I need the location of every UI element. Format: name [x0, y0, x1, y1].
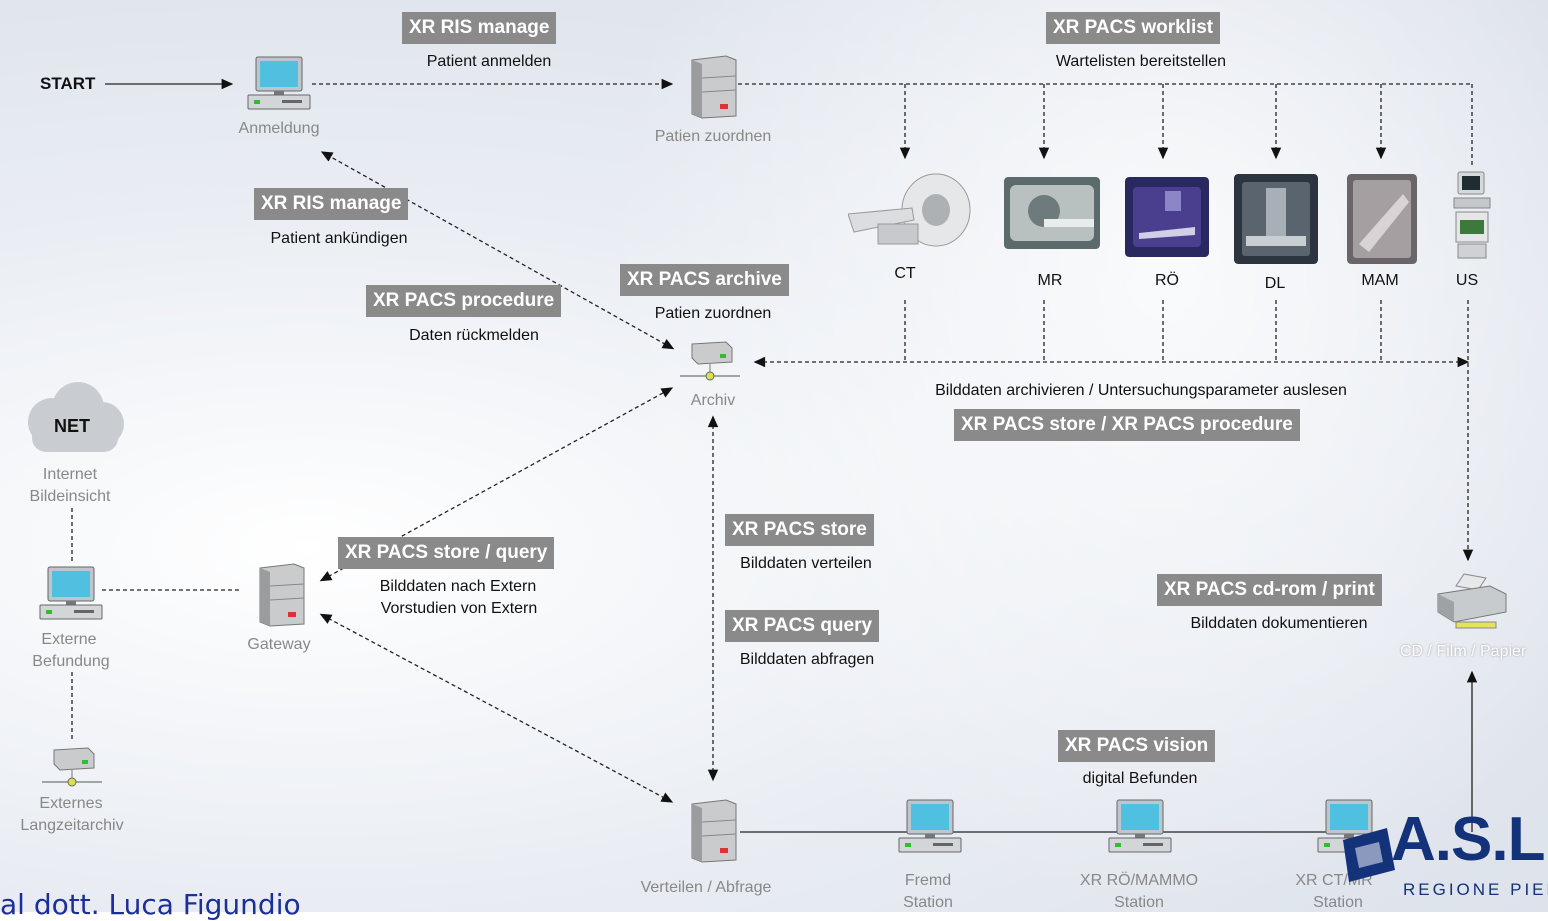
ct-scanner-icon[interactable]	[848, 172, 976, 252]
ris-manage-mid-desc: Patient ankündigen	[270, 230, 408, 247]
verteilen-label: Verteilen / Abfrage	[640, 879, 772, 896]
us-ultrasound-icon[interactable]	[1448, 168, 1496, 264]
fremd-label-2: Station	[903, 894, 953, 911]
externe-label-2: Befundung	[32, 653, 110, 670]
ris-manage-top-box: XR RIS manage	[402, 12, 557, 44]
asl-logo: A.S.L. REGIONE PIEMONTE	[1335, 800, 1548, 912]
langzeit-network-icon[interactable]	[42, 744, 104, 790]
ris-manage-top-desc: Patient anmelden	[426, 53, 552, 70]
pacs-archive-desc: Patien zuordnen	[654, 305, 772, 322]
pacs-procedure-box: XR PACS procedure	[366, 285, 562, 317]
modality-dl: DL	[1264, 275, 1286, 292]
internet-label-2: Bildeinsicht	[29, 488, 111, 505]
pacs-query-desc: Bilddaten abfragen	[739, 651, 875, 668]
patien-zuordnen-label: Patien zuordnen	[654, 128, 772, 145]
ro-xray-icon[interactable]	[1125, 177, 1209, 257]
cloud-label: NET	[54, 416, 90, 436]
ro-mammo-label-1: XR RÖ/MAMMO	[1079, 872, 1199, 889]
verteilen-server-icon[interactable]	[686, 796, 738, 864]
logo-mark-icon	[1343, 828, 1395, 882]
logo-main-text: A.S.L.	[1391, 805, 1548, 874]
internet-label-1: Internet	[42, 466, 98, 483]
anmeldung-label: Anmeldung	[238, 120, 320, 137]
fremd-label-1: Fremd	[904, 872, 952, 889]
modality-ro: RÖ	[1155, 272, 1179, 289]
pacs-worklist-desc: Wartelisten bereitstellen	[1055, 53, 1227, 70]
mr-scanner-icon[interactable]	[1004, 177, 1100, 249]
cdrom-print-box: XR PACS cd-rom / print	[1157, 574, 1382, 606]
cd-film-papier-label: CD / Film / Papier	[1400, 643, 1527, 660]
pacs-procedure-desc: Daten rückmelden	[409, 327, 539, 344]
langzeit-label-1: Externes	[39, 795, 103, 812]
printer-icon[interactable]	[1434, 572, 1510, 634]
ro-mammo-label-2: Station	[1114, 894, 1164, 911]
mam-scanner-icon[interactable]	[1347, 174, 1417, 264]
patien-server-icon[interactable]	[686, 52, 738, 120]
pacs-store-box: XR PACS store	[725, 514, 874, 546]
logo-sub-text: REGIONE PIEMONTE	[1403, 880, 1548, 899]
net-cloud-icon[interactable]	[22, 378, 126, 460]
anmeldung-computer-icon[interactable]	[246, 55, 312, 115]
externe-computer-icon[interactable]	[38, 565, 104, 625]
pacs-worklist-box: XR PACS worklist	[1046, 12, 1221, 44]
store-query-desc-2: Vorstudien von Extern	[380, 600, 538, 617]
signature-text: al dott. Luca Figundio	[0, 888, 301, 921]
pacs-store-desc: Bilddaten verteilen	[740, 555, 872, 572]
gateway-server-icon[interactable]	[254, 560, 306, 628]
dl-xray-icon[interactable]	[1234, 174, 1318, 264]
archiv-label: Archiv	[690, 392, 736, 409]
ro-mammo-station-icon[interactable]	[1107, 798, 1173, 858]
ct-mr-label-2: Station	[1313, 894, 1363, 911]
store-procedure-desc: Bilddaten archivieren / Untersuchungspar…	[935, 382, 1347, 399]
store-procedure-box: XR PACS store / XR PACS procedure	[954, 409, 1300, 441]
fremd-station-icon[interactable]	[897, 798, 963, 858]
modality-mr: MR	[1037, 272, 1063, 289]
archiv-network-icon[interactable]	[680, 338, 742, 384]
store-query-box: XR PACS store / query	[338, 537, 555, 569]
start-label: START	[40, 74, 96, 93]
pacs-vision-desc: digital Befunden	[1082, 770, 1198, 787]
cdrom-print-desc: Bilddaten dokumentieren	[1190, 615, 1368, 632]
modality-mam: MAM	[1361, 272, 1399, 289]
externe-label-1: Externe	[41, 631, 97, 648]
langzeit-label-2: Langzeitarchiv	[20, 817, 124, 834]
pacs-vision-box: XR PACS vision	[1058, 730, 1216, 762]
modality-us: US	[1455, 272, 1479, 289]
store-query-desc-1: Bilddaten nach Extern	[379, 578, 537, 595]
ris-manage-mid-box: XR RIS manage	[254, 188, 409, 220]
pacs-archive-box: XR PACS archive	[620, 264, 789, 296]
pacs-query-box: XR PACS query	[725, 610, 880, 642]
modality-ct: CT	[894, 265, 916, 282]
gateway-label: Gateway	[247, 636, 311, 653]
